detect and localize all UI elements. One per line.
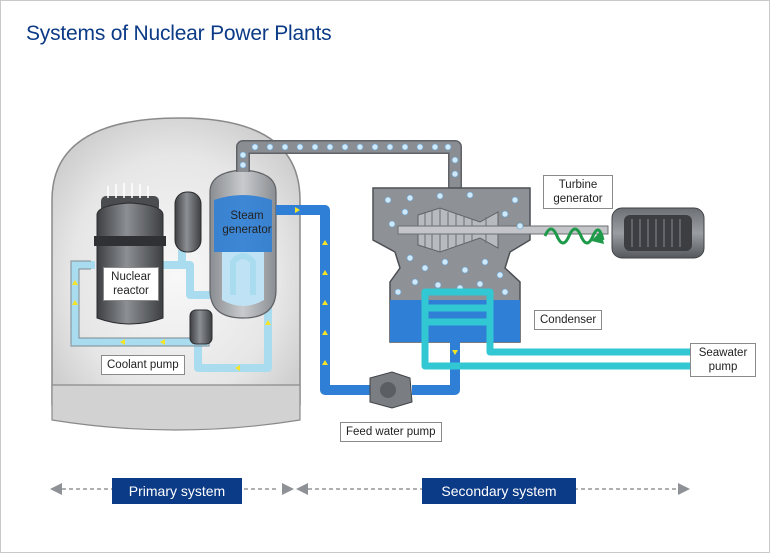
- pressurizer: [174, 191, 202, 253]
- steam-generator-body: [209, 169, 277, 319]
- feed-water-pump-label: Feed water pump: [340, 422, 442, 442]
- turbine-generator: [611, 207, 705, 259]
- seawater-pump-label: Seawater pump: [690, 343, 756, 377]
- seawater-cooling-loop: [421, 288, 690, 370]
- steam-bubbles: [239, 143, 459, 178]
- steam-generator-label: Steam generator: [222, 210, 272, 236]
- turbine-steam-bubbles: [384, 191, 524, 296]
- nuclear-reactor-vessel: [94, 183, 166, 325]
- feed-water-pump: [369, 371, 413, 409]
- secondary-system-label: Secondary system: [422, 478, 576, 504]
- nuclear-reactor-label: Nuclear reactor: [103, 267, 159, 301]
- turbine-generator-label: Turbine generator: [543, 175, 613, 209]
- steam-pipe: [236, 140, 462, 190]
- primary-system-label: Primary system: [112, 478, 242, 504]
- generator-coil: [543, 227, 605, 245]
- coolant-pump-label: Coolant pump: [101, 355, 185, 375]
- flow-arrow-icons: [72, 207, 458, 371]
- coolant-pump-body: [189, 309, 213, 345]
- condenser-label: Condenser: [534, 310, 603, 330]
- page-title: Systems of Nuclear Power Plants: [26, 22, 332, 45]
